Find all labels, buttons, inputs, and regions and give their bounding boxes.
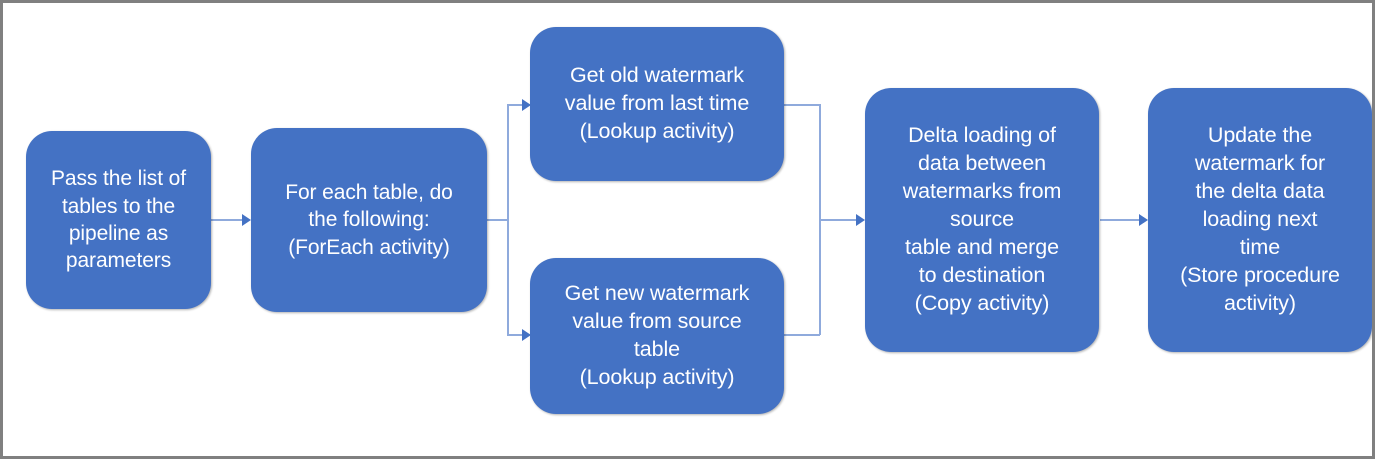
arrowhead-old-wm <box>522 99 531 111</box>
node-foreach-label: For each table, do the following: (ForEa… <box>285 181 453 259</box>
node-get-old-watermark[interactable]: Get old watermark value from last time (… <box>530 27 784 181</box>
node-get-new-watermark[interactable]: Get new watermark value from source tabl… <box>530 258 784 414</box>
node-pass-list-of-tables[interactable]: Pass the list of tables to the pipeline … <box>26 131 211 309</box>
arrowhead-delta <box>856 214 865 226</box>
edge-foreach-stem <box>487 219 509 221</box>
arrowhead-update <box>1139 214 1148 226</box>
node-get-new-watermark-label: Get new watermark value from source tabl… <box>564 281 750 389</box>
edge-merge-to-delta <box>819 219 859 221</box>
edge-new-wm-to-merge <box>784 334 820 336</box>
arrowhead-new-wm <box>522 329 531 341</box>
edge-foreach-to-old-wm <box>507 104 525 106</box>
edge-pass-list-to-foreach <box>211 219 243 221</box>
node-delta-loading-label: Delta loading of data between watermarks… <box>902 123 1062 315</box>
node-update-watermark-store-procedure[interactable]: Update the watermark for the delta data … <box>1148 88 1372 352</box>
node-foreach-activity[interactable]: For each table, do the following: (ForEa… <box>251 128 487 312</box>
edge-foreach-to-new-wm <box>507 334 525 336</box>
arrowhead-foreach <box>242 214 251 226</box>
edge-old-wm-to-merge <box>784 104 820 106</box>
edge-foreach-split-bus <box>507 104 509 335</box>
node-delta-loading-copy-activity[interactable]: Delta loading of data between watermarks… <box>865 88 1099 352</box>
node-pass-list-label: Pass the list of tables to the pipeline … <box>51 167 186 273</box>
node-get-old-watermark-label: Get old watermark value from last time (… <box>564 63 750 143</box>
node-update-watermark-label: Update the watermark for the delta data … <box>1180 123 1340 315</box>
edge-delta-to-update <box>1100 219 1142 221</box>
